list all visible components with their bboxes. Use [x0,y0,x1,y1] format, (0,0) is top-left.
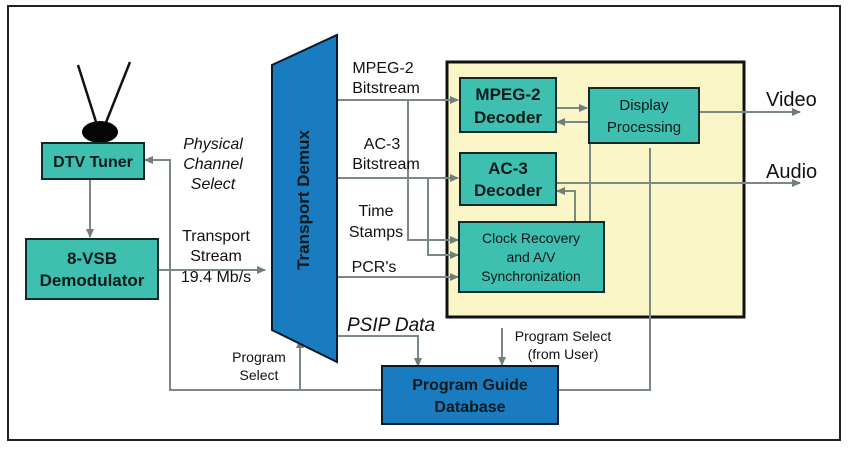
physical-channel-label-line3: Select [191,176,236,193]
ac3-decoder-block: AC-3 Decoder [459,152,557,206]
user-program-select-label-line2: (from User) [528,346,599,362]
transport-stream-label-line3: 19.4 Mb/s [181,269,251,286]
time-stamps-label-line1: Time [359,203,394,220]
ac3-decoder-label-line2: Decoder [474,181,542,200]
transport-demux-label: Transport Demux [294,130,313,270]
display-processing-label-line2: Processing [607,119,681,136]
clock-recovery-label-line1: Clock Recovery [482,230,580,246]
physical-channel-label-line2: Channel [183,156,243,173]
mpeg2-decoder-block: MPEG-2 Decoder [459,77,557,133]
user-program-select-label-line1: Program Select [515,328,612,344]
transport-stream-label-line1: Transport [182,228,250,245]
clock-to-ac3-line [556,187,576,230]
program-guide-block: Program Guide Database [381,365,559,425]
physical-channel-label-line1: Physical [183,136,243,153]
clock-recovery-label-line2: and A/V [506,249,556,265]
transport-stream-label-line2: Stream [190,248,242,265]
outer-frame [7,5,841,441]
transport-demux-block: Transport Demux [271,33,338,364]
program-select-label-line1: Program [232,349,286,365]
clock-recovery-label-line3: Synchronization [481,268,581,284]
ac3-bitstream-label-line1: AC-3 [364,136,401,153]
program-select-label-line2: Select [240,367,279,383]
mpeg2-bitstream-label-line1: MPEG-2 [352,60,413,77]
psip-data-label: PSIP Data [347,315,435,336]
program-guide-label-line2: Database [434,399,505,416]
ac3-decoder-label-line1: AC-3 [488,159,528,178]
ac3-bitstream-label-line2: Bitstream [352,156,420,173]
clock-recovery-block: Clock Recovery and A/V Synchronization [458,221,605,293]
display-processing-block: Display Processing [588,87,700,144]
time-stamps-line-a [407,100,459,244]
antenna-icon [76,61,132,143]
channel-select-line [144,148,651,391]
mpeg2-bitstream-label-line2: Bitstream [352,80,420,97]
pcr-label: PCR's [352,259,397,276]
program-guide-label-line1: Program Guide [412,377,528,394]
demodulator-block: 8-VSB Demodulator [25,238,159,300]
time-stamps-label-line2: Stamps [349,224,403,241]
connection-lines [86,96,801,391]
psip-data-line [338,335,422,367]
mpeg2-decoder-label-line1: MPEG-2 [475,85,540,104]
dtv-tuner-label: DTV Tuner [53,154,133,171]
mpeg2-decoder-label-line2: Decoder [474,108,542,127]
audio-output-label: Audio [766,161,817,183]
demodulator-label-line2: Demodulator [40,271,145,290]
display-processing-label-line1: Display [619,97,669,114]
demodulator-label-line1: 8-VSB [67,249,117,268]
dtv-tuner-block: DTV Tuner [41,142,145,180]
time-stamps-line-b [427,178,459,259]
video-output-label: Video [766,89,817,111]
